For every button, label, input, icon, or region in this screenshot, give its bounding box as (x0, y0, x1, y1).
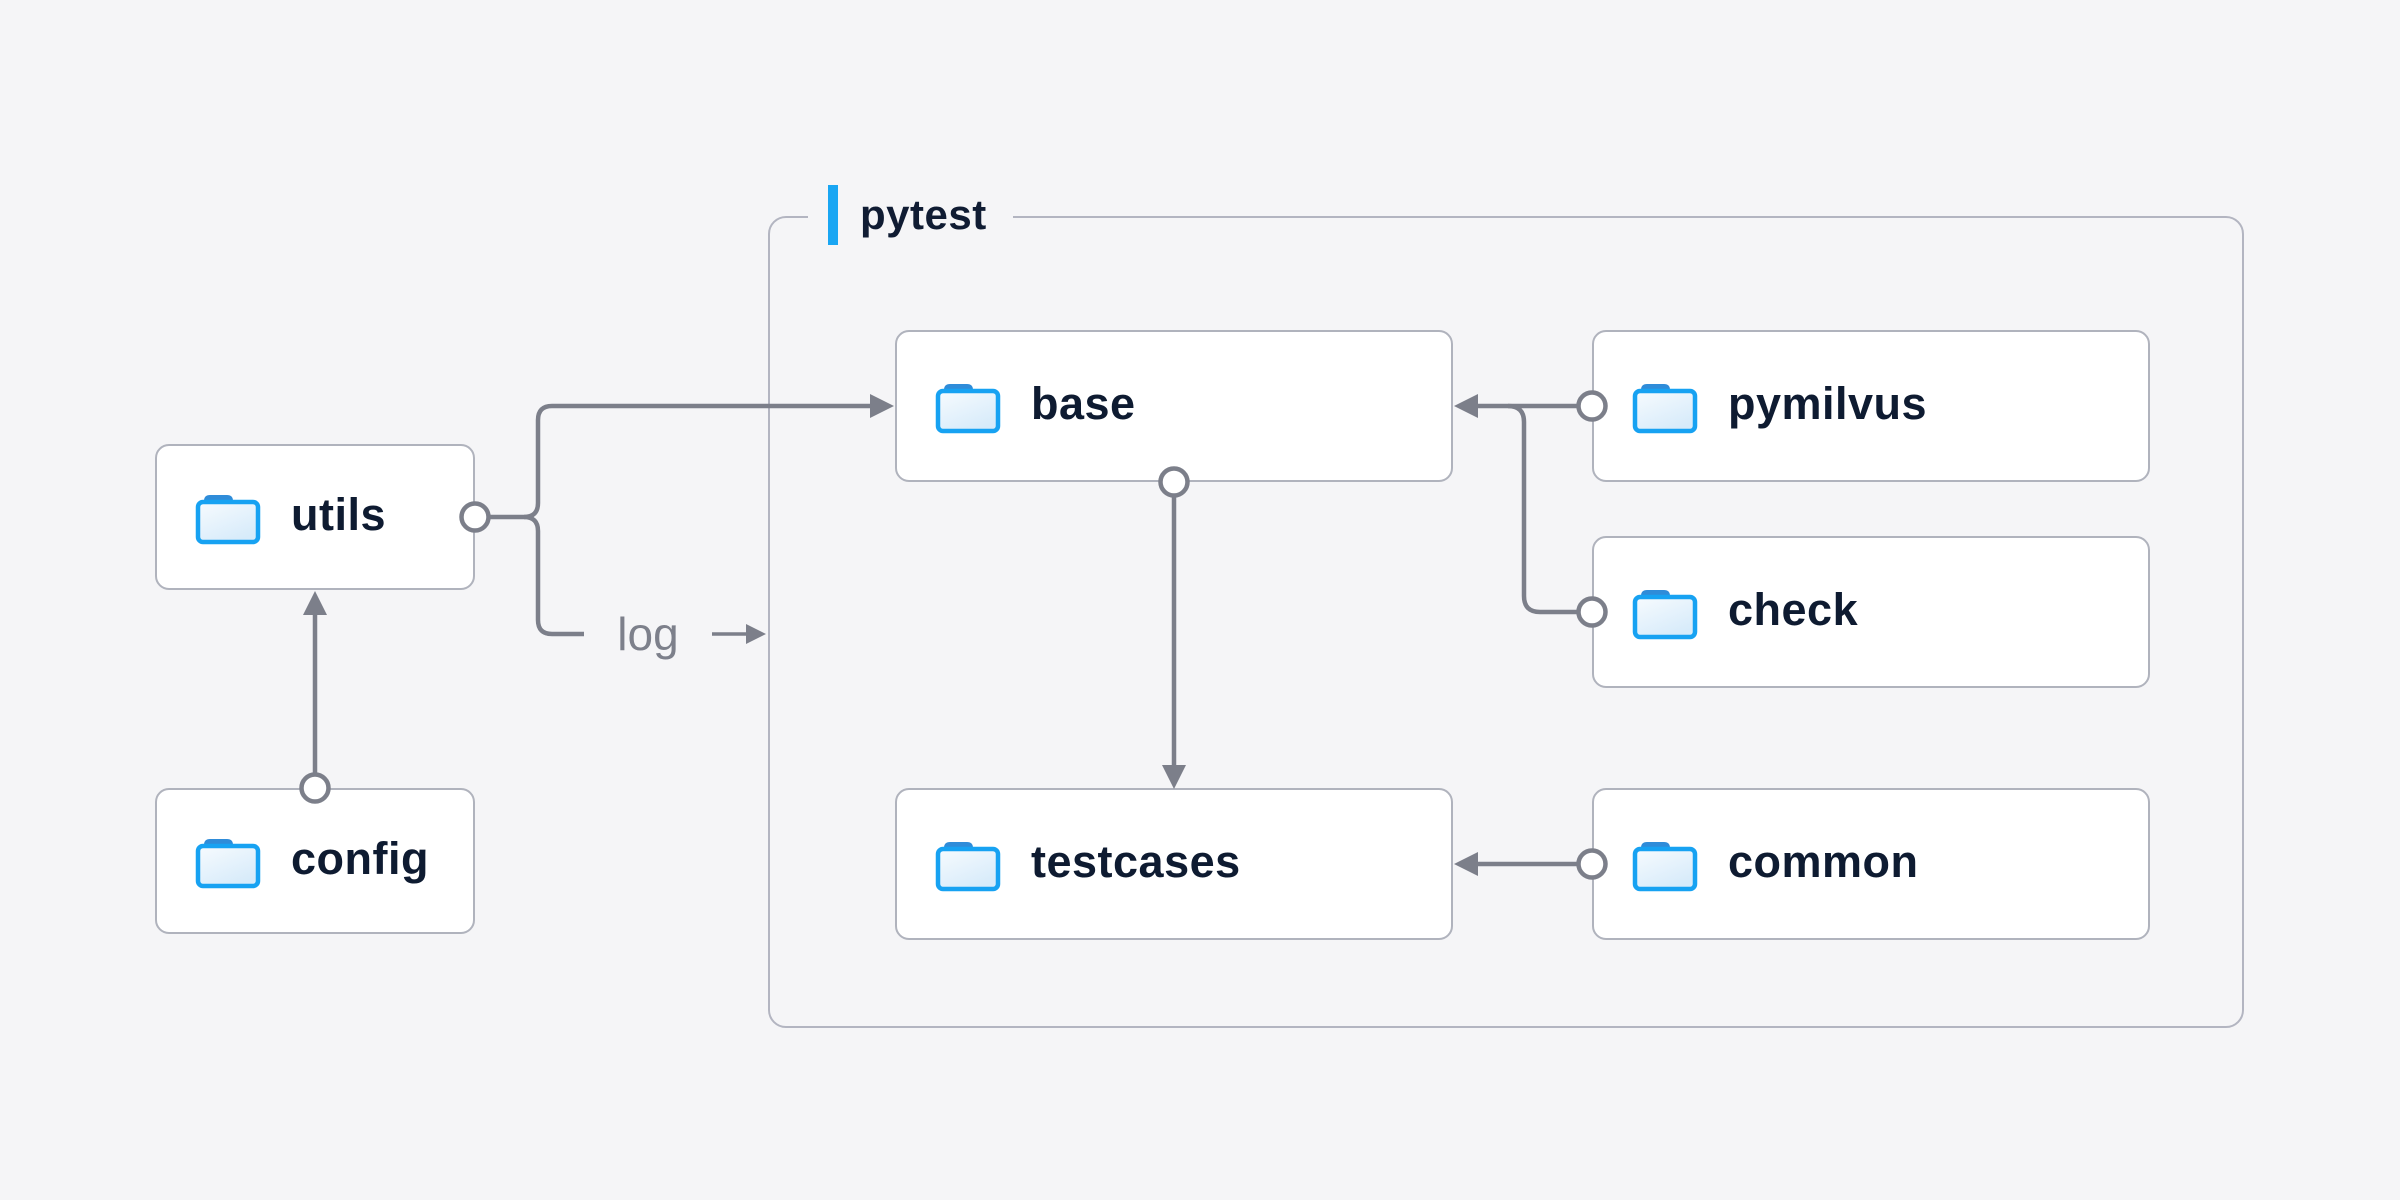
folder-icon (935, 836, 1001, 892)
pytest-group-box (768, 216, 2244, 1028)
edge-config-utils (299, 591, 331, 804)
folder-icon (1632, 584, 1698, 640)
folder-icon (1632, 378, 1698, 434)
node-utils[interactable]: utils (155, 444, 475, 590)
edge-label-log: log (617, 608, 679, 660)
node-config[interactable]: config (155, 788, 475, 934)
node-pymilvus[interactable]: pymilvus (1592, 330, 2150, 482)
node-label: pymilvus (1728, 378, 1928, 429)
node-label: check (1728, 584, 1859, 635)
folder-icon (195, 489, 261, 545)
node-label: config (291, 833, 429, 884)
node-label: common (1728, 836, 1919, 887)
node-base[interactable]: base (895, 330, 1453, 482)
node-check[interactable]: check (1592, 536, 2150, 688)
node-label: testcases (1031, 836, 1241, 887)
pytest-group-title: pytest (860, 191, 987, 238)
node-testcases[interactable]: testcases (895, 788, 1453, 940)
node-common[interactable]: common (1592, 788, 2150, 940)
node-label: base (1031, 378, 1136, 429)
folder-icon (195, 833, 261, 889)
accent-bar (828, 185, 838, 245)
pytest-group-label: pytest (808, 184, 1013, 246)
node-label: utils (291, 489, 387, 540)
folder-icon (1632, 836, 1698, 892)
folder-icon (935, 378, 1001, 434)
